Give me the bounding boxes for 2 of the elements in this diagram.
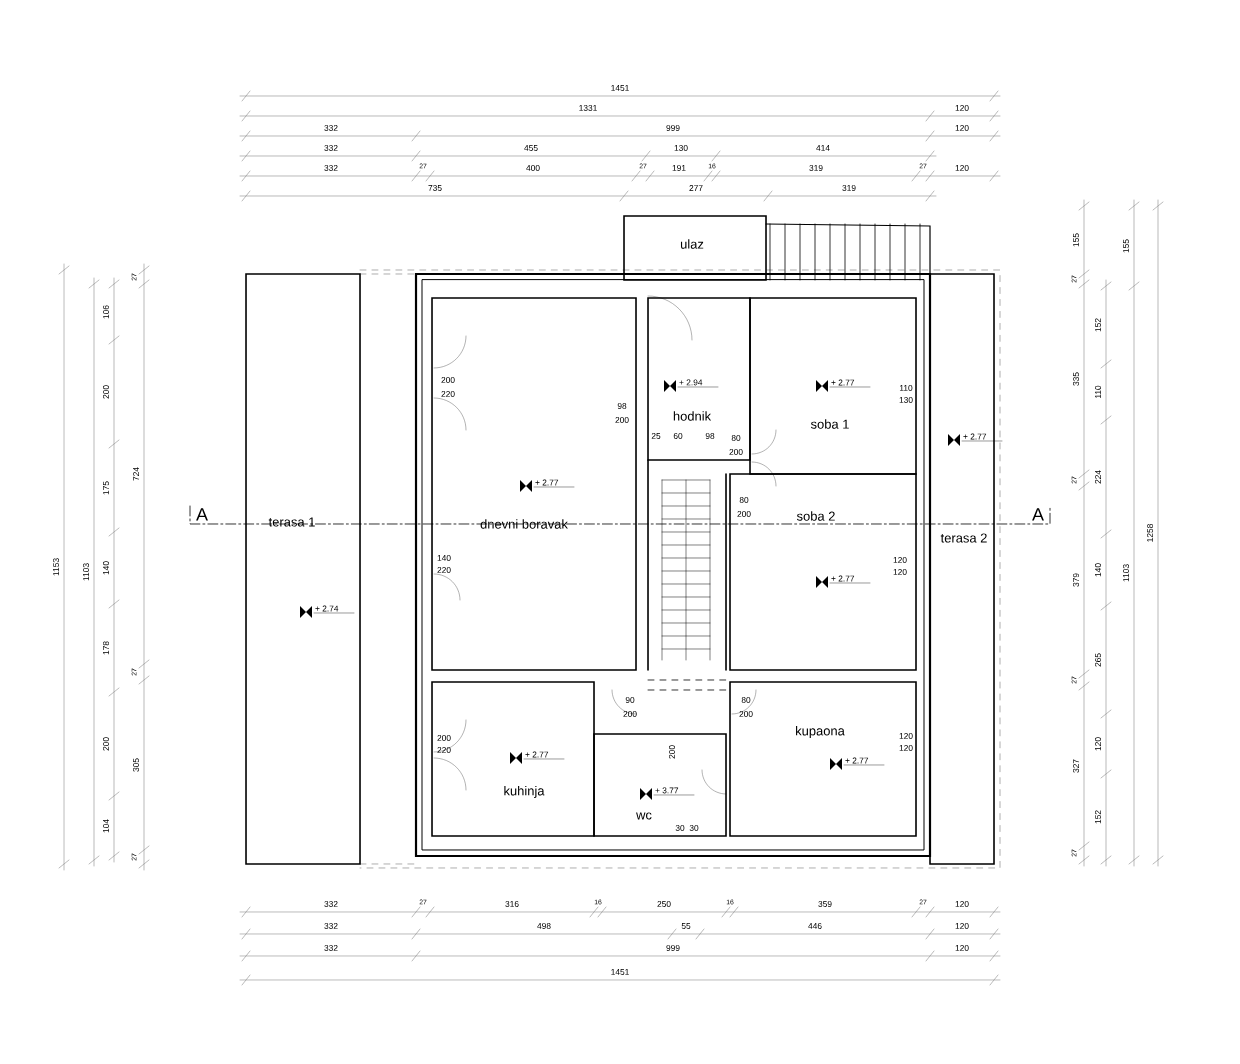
section-mark: A [196, 508, 208, 521]
section-mark: A [1032, 508, 1044, 521]
